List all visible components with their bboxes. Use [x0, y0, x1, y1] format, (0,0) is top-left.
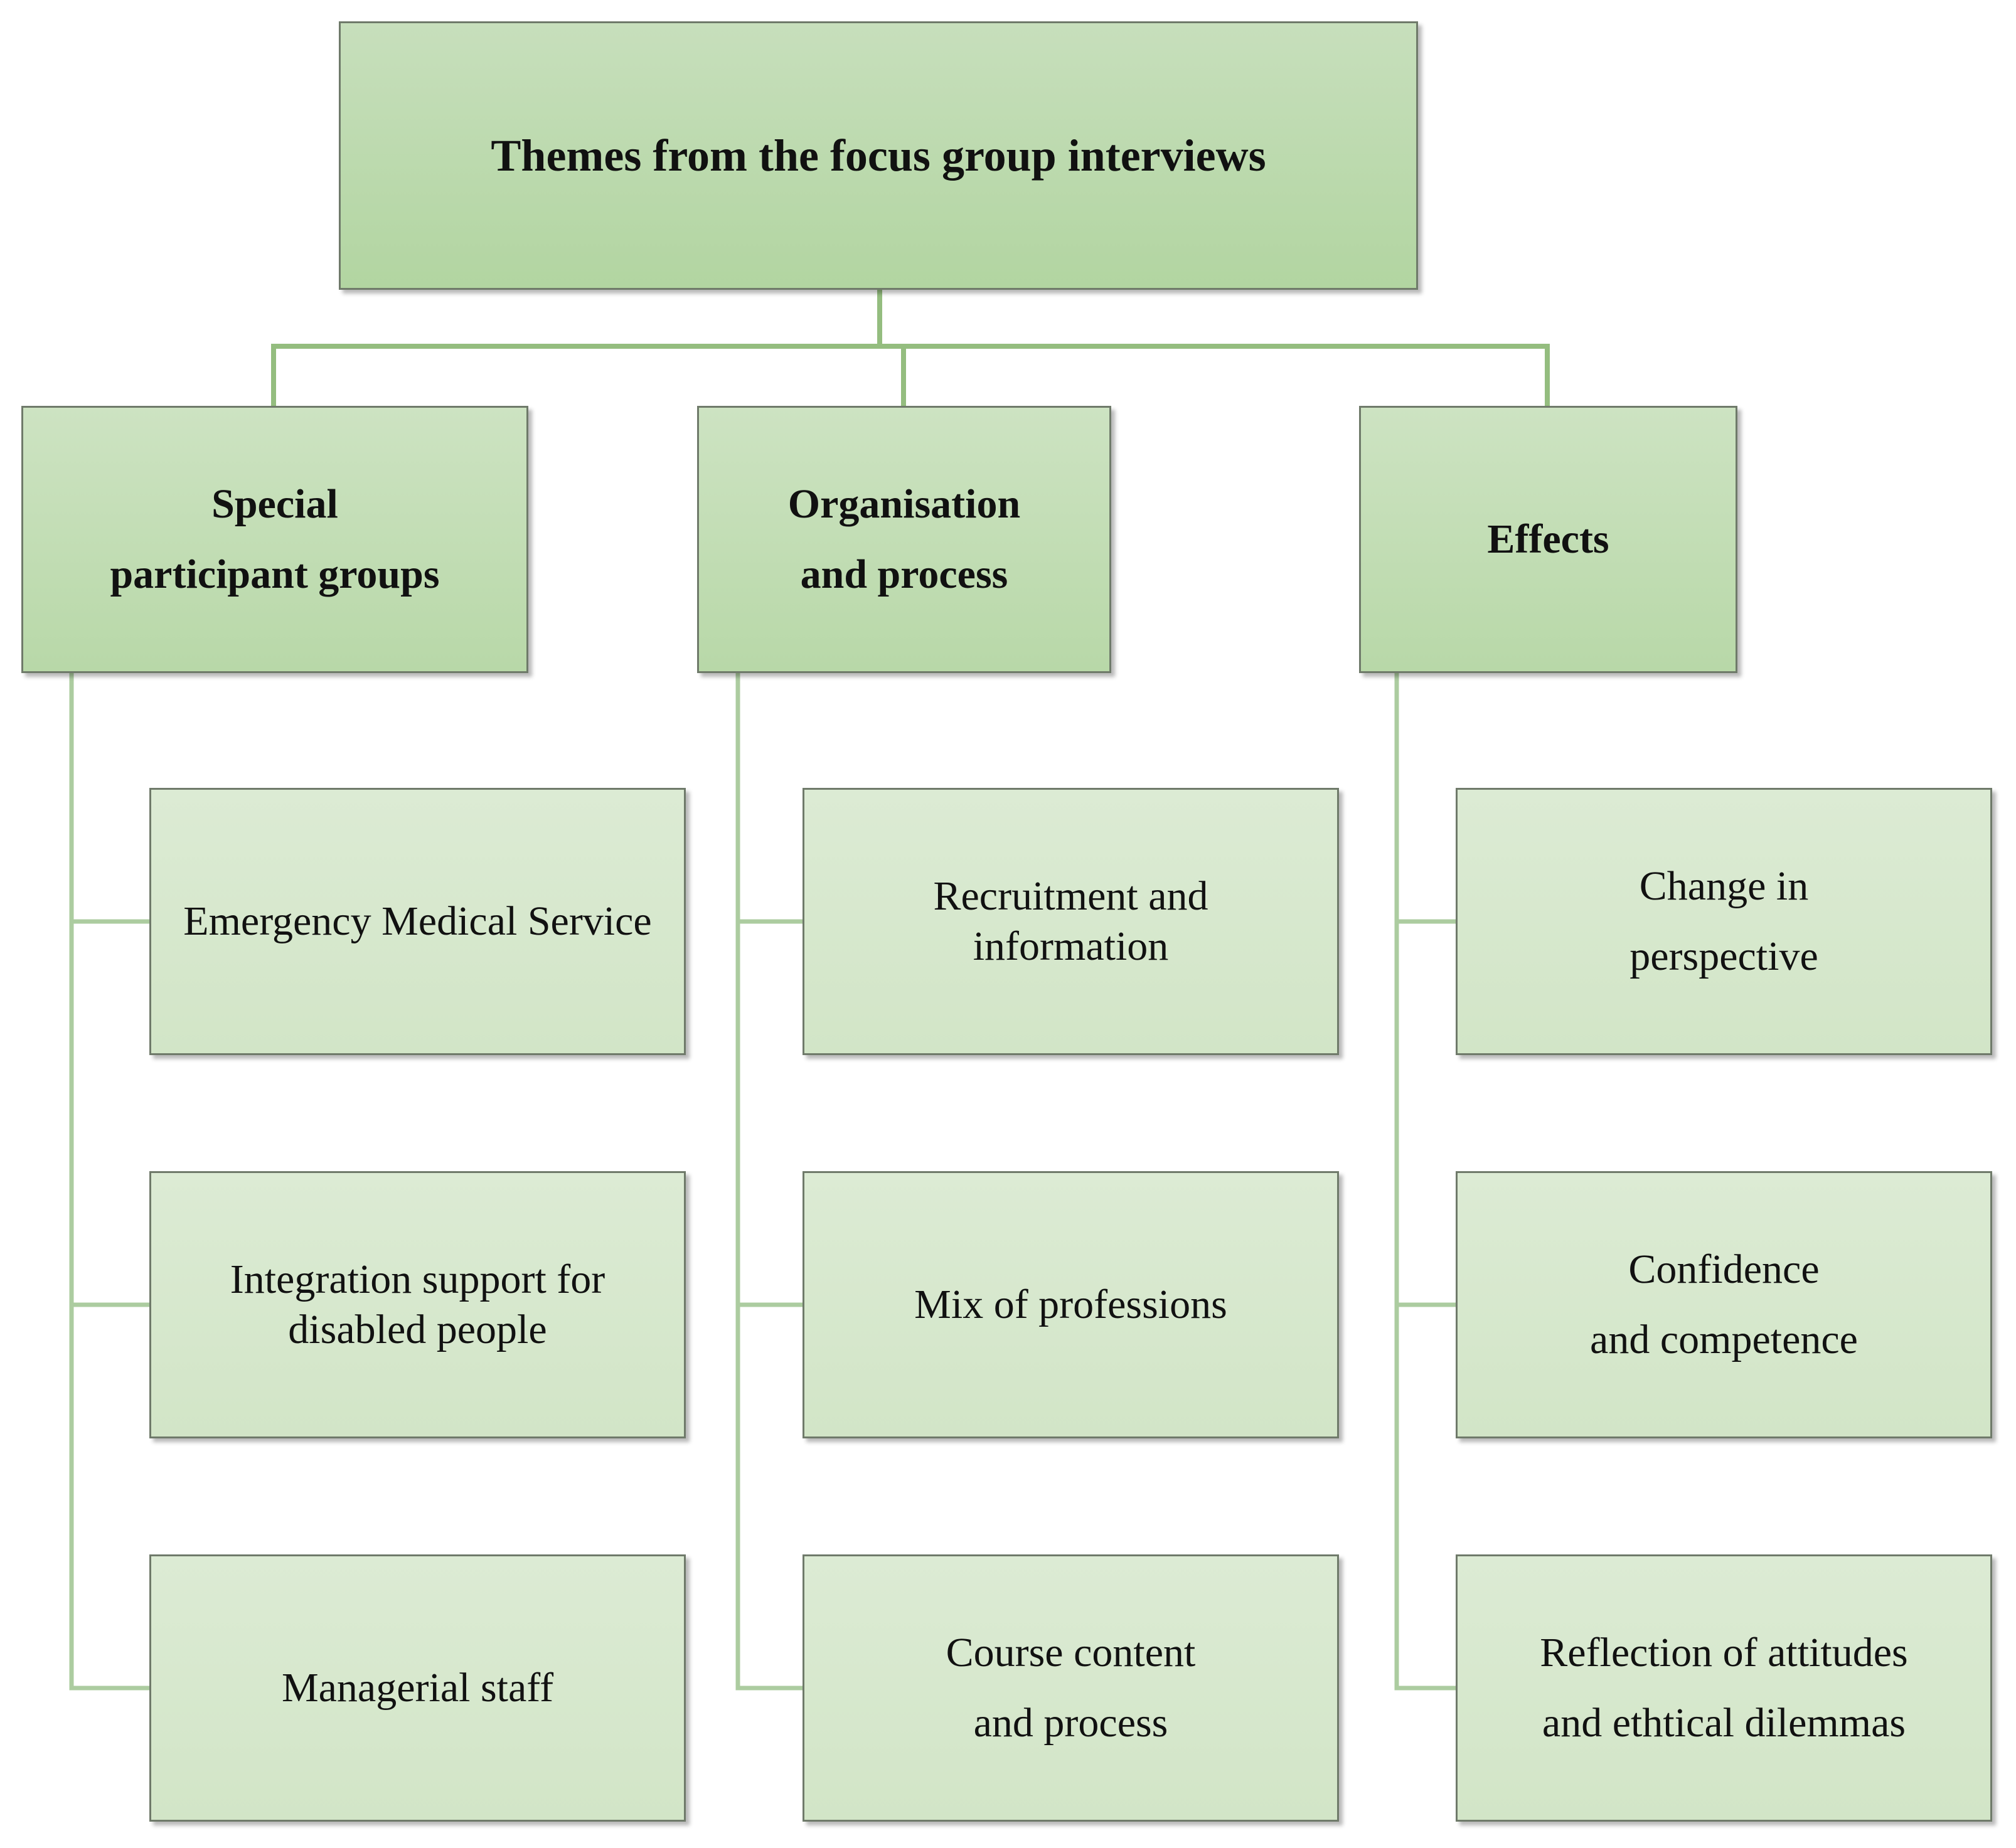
leaf-label: Recruitment and information [933, 873, 1208, 969]
leaf-label: Change in perspective [1629, 863, 1818, 979]
root-theme-box: Themes from the focus group interviews [339, 21, 1418, 290]
leaf-label: Emergency Medical Service [183, 898, 652, 944]
category-box-special-participant-groups: Special participant groups [21, 406, 528, 673]
leaf-box-integration-support: Integration support for disabled people [149, 1171, 686, 1438]
category-box-organisation-and-process: Organisation and process [697, 406, 1111, 673]
column-2-spine [735, 673, 803, 1691]
leaf-box-reflection-of-attitudes: Reflection of attitudes and ethtical dil… [1456, 1554, 1992, 1822]
category-label: Organisation and process [787, 481, 1021, 597]
leaf-box-managerial-staff: Managerial staff [149, 1554, 686, 1822]
leaf-label: Course content and process [946, 1630, 1196, 1746]
leaf-box-course-content-and-process: Course content and process [803, 1554, 1339, 1822]
leaf-label: Mix of professions [914, 1282, 1227, 1327]
leaf-box-change-in-perspective: Change in perspective [1456, 788, 1992, 1055]
leaf-box-recruitment-and-information: Recruitment and information [803, 788, 1339, 1055]
category-label: Effects [1487, 516, 1609, 562]
category-label: Special participant groups [110, 481, 440, 597]
leaf-label: Confidence and competence [1590, 1246, 1858, 1362]
leaf-label: Managerial staff [281, 1665, 554, 1711]
category-box-effects: Effects [1359, 406, 1737, 673]
leaf-box-confidence-and-competence: Confidence and competence [1456, 1171, 1992, 1438]
leaf-label: Integration support for disabled people [230, 1256, 605, 1352]
leaf-box-mix-of-professions: Mix of professions [803, 1171, 1339, 1438]
leaf-label: Reflection of attitudes and ethtical dil… [1540, 1630, 1908, 1746]
leaf-box-emergency-medical-service: Emergency Medical Service [149, 788, 686, 1055]
column-3-spine [1394, 673, 1456, 1691]
category-bracket [271, 344, 1550, 406]
root-theme-label: Themes from the focus group interviews [491, 130, 1266, 181]
column-1-spine [69, 673, 149, 1691]
